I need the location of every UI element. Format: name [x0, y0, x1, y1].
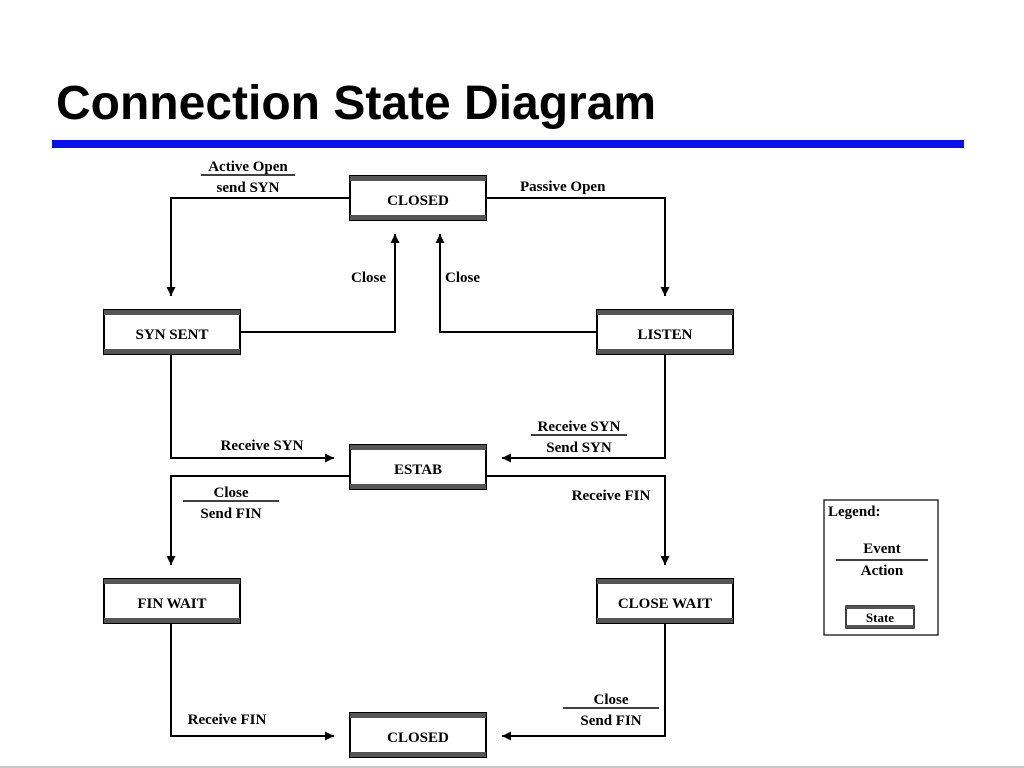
label-close-left: Close — [351, 270, 386, 286]
legend-event: Event — [863, 541, 901, 557]
edge-action-text: Send FIN — [200, 506, 261, 522]
label-close-send-fin-bottom: Close Send FIN — [563, 692, 659, 729]
edge-estab-to-fin-wait — [166, 475, 350, 565]
edge-closed-to-listen — [486, 197, 670, 296]
state-label: ESTAB — [394, 462, 442, 478]
label-active-open: Active Open send SYN — [201, 159, 295, 196]
state-closed-top: CLOSED — [349, 175, 487, 221]
state-label: CLOSE WAIT — [618, 596, 712, 612]
edge-action-text: Send SYN — [546, 440, 612, 456]
label-receive-syn-left: Receive SYN — [221, 438, 304, 454]
edge-estab-to-close-wait — [486, 475, 670, 565]
label-receive-fin-right: Receive FIN — [572, 488, 651, 504]
state-label: FIN WAIT — [137, 596, 206, 612]
legend-heading: Legend: — [828, 504, 881, 520]
label-receive-fin-bottom: Receive FIN — [188, 712, 267, 728]
edge-listen-to-estab — [502, 355, 666, 463]
slide-bottom-border — [0, 766, 1024, 768]
edge-syn-sent-to-closed — [240, 234, 400, 333]
edge-close-wait-to-closed — [502, 623, 666, 741]
label-receive-syn-send-syn: Receive SYN Send SYN — [531, 419, 627, 456]
legend-action: Action — [861, 563, 904, 579]
label-close-right: Close — [445, 270, 480, 286]
legend-state: State — [866, 610, 894, 625]
state-label: CLOSED — [387, 730, 449, 746]
edge-event-text: Active Open — [208, 159, 288, 175]
label-close-send-fin-left: Close Send FIN — [183, 485, 279, 522]
legend-state-sample: State — [845, 605, 915, 629]
edge-event-text: Close — [214, 485, 249, 501]
state-label: LISTEN — [637, 327, 692, 343]
title-underline — [52, 140, 964, 148]
edge-event-text: Close — [594, 692, 629, 708]
edge-fin-wait-to-closed — [170, 623, 334, 741]
page-title: Connection State Diagram — [56, 77, 657, 130]
state-label: CLOSED — [387, 193, 449, 209]
edge-action-text: Send FIN — [580, 713, 641, 729]
state-listen: LISTEN — [596, 309, 734, 355]
state-syn-sent: SYN SENT — [103, 309, 241, 355]
state-fin-wait: FIN WAIT — [103, 578, 241, 624]
edge-listen-to-closed — [435, 234, 597, 333]
state-closed-bottom: CLOSED — [349, 712, 487, 758]
edge-syn-sent-to-estab — [170, 355, 334, 463]
state-estab: ESTAB — [349, 444, 487, 490]
edge-event-text: Receive SYN — [538, 419, 621, 435]
edge-action-text: send SYN — [217, 180, 280, 196]
edge-closed-to-syn-sent — [166, 197, 350, 296]
state-label: SYN SENT — [136, 327, 209, 343]
label-passive-open: Passive Open — [520, 179, 606, 195]
legend: Legend: Event Action State — [823, 499, 939, 636]
state-close-wait: CLOSE WAIT — [596, 578, 734, 624]
